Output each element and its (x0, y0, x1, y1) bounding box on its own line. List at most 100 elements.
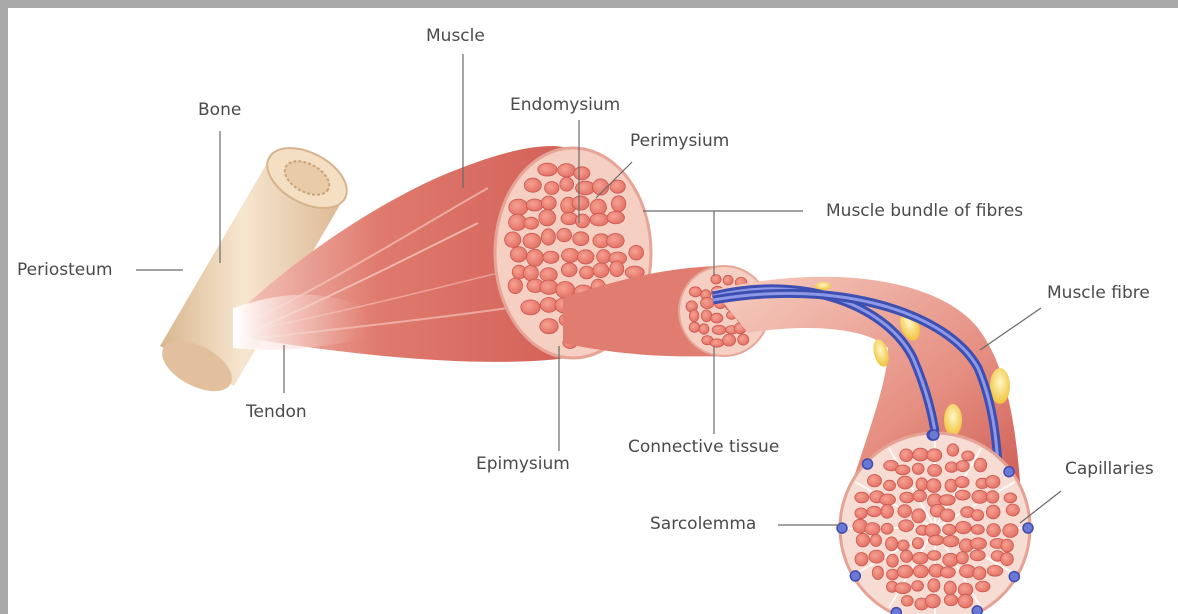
label-muscle-bundle: Muscle bundle of fibres (826, 201, 1023, 221)
cell (689, 322, 700, 332)
cell (701, 297, 715, 308)
cell (912, 581, 924, 592)
cell (943, 536, 959, 547)
label-perimysium: Perimysium (630, 131, 729, 151)
cell (557, 228, 572, 241)
cell (884, 480, 896, 491)
cell (927, 449, 942, 462)
cell (855, 492, 869, 503)
cell (881, 504, 894, 518)
cell (574, 167, 590, 180)
cell (711, 313, 723, 323)
cell (524, 217, 539, 229)
cell (867, 506, 881, 516)
label-epimysium: Epimysium (476, 454, 570, 474)
cell (523, 233, 541, 248)
diagram-canvas: Muscle Bone Endomysium Perimysium Muscle… (8, 8, 1178, 614)
cell (971, 525, 984, 535)
label-capillaries: Capillaries (1065, 459, 1154, 479)
cell (955, 490, 970, 500)
cell (947, 444, 959, 456)
cell (943, 524, 956, 535)
cell (940, 509, 955, 522)
cell (955, 477, 969, 488)
cell (540, 280, 558, 294)
label-muscle: Muscle (426, 26, 485, 46)
cell (561, 263, 577, 277)
cell (538, 163, 557, 176)
capillary-dot (891, 608, 901, 614)
cell (510, 247, 527, 262)
cell (970, 550, 985, 561)
cell (895, 583, 911, 594)
cell (610, 261, 624, 277)
capillary-dot (929, 430, 939, 440)
cell (505, 232, 521, 248)
cell (940, 567, 955, 578)
cell (898, 540, 910, 551)
cell (1006, 504, 1019, 516)
label-periosteum: Periosteum (17, 260, 113, 280)
capillary-dot (1009, 572, 1019, 582)
label-muscle-fibre: Muscle fibre (1047, 283, 1150, 303)
cell (539, 210, 556, 226)
cell (887, 569, 899, 580)
cell (872, 566, 883, 579)
cell (972, 490, 988, 503)
cell (543, 251, 559, 263)
cell (699, 324, 709, 334)
cell (928, 464, 942, 476)
cell (939, 495, 955, 506)
cell (629, 245, 644, 260)
cell (912, 463, 924, 474)
cell (928, 535, 944, 545)
cell (607, 211, 624, 223)
cell (943, 553, 959, 566)
cell (958, 594, 973, 608)
cell (855, 553, 868, 566)
cell (1001, 553, 1014, 566)
cell (916, 478, 928, 491)
cell (897, 565, 913, 578)
cell (509, 199, 528, 215)
cell (913, 490, 927, 502)
capillary-dot (850, 571, 860, 581)
cell (577, 250, 594, 264)
cell (974, 458, 986, 472)
cell (928, 579, 940, 592)
cell (986, 475, 1000, 488)
capillary-dot (1023, 523, 1033, 533)
cell (976, 581, 990, 592)
cell (576, 214, 590, 228)
cell (865, 523, 880, 535)
cell (912, 552, 928, 564)
label-bone: Bone (198, 100, 241, 120)
cell (901, 550, 913, 562)
cell (956, 461, 969, 472)
cell (526, 199, 543, 211)
cell (973, 567, 986, 580)
cell (912, 538, 923, 549)
cell (593, 263, 609, 278)
cell (508, 278, 522, 294)
cell (944, 581, 956, 595)
cell (611, 196, 625, 212)
cell (870, 534, 881, 546)
cell (962, 451, 974, 461)
cell (573, 232, 589, 246)
cell (509, 214, 527, 230)
cell (913, 448, 929, 461)
cell (689, 310, 699, 322)
cell (712, 325, 726, 334)
label-sarcolemma: Sarcolemma (650, 514, 756, 534)
cell (880, 494, 896, 505)
cell (561, 213, 578, 225)
label-tendon: Tendon (246, 402, 307, 422)
cell (899, 520, 914, 532)
cell (868, 475, 882, 487)
cell (540, 319, 558, 334)
cell (572, 196, 589, 210)
cell (971, 538, 987, 550)
cell (900, 449, 913, 462)
cell (987, 524, 1001, 537)
